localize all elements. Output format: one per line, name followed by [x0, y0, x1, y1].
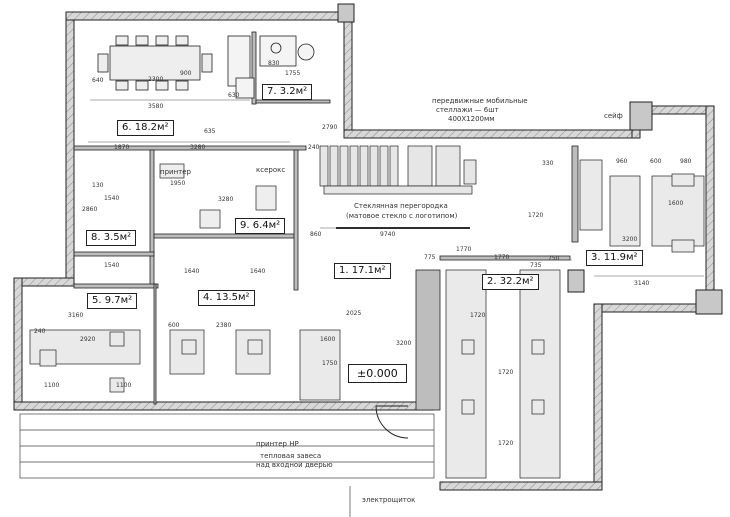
dim-1100-b: 1100	[116, 382, 132, 389]
note-mobile-racks-1: передвижные мобильные	[432, 97, 528, 105]
note-xerox: ксерокс	[256, 166, 286, 174]
dim-1755: 1755	[285, 70, 301, 77]
dim-2920: 2920	[80, 336, 96, 343]
copy-room-furniture	[159, 163, 277, 229]
note-heat-curtain-1: тепловая завеса	[260, 452, 322, 460]
dim-960: 960	[616, 158, 628, 165]
dim-1870: 1870	[114, 144, 130, 151]
note-panel: электрощиток	[362, 496, 416, 504]
dim-1720-b: 1720	[498, 369, 514, 376]
dim-1770: 1770	[456, 246, 472, 253]
entrance-door	[375, 405, 409, 439]
dim-3140: 3140	[634, 280, 650, 287]
note-mobile-racks-2: стеллажи — 6шт	[436, 106, 499, 114]
entry-stairs	[19, 413, 435, 517]
dim-3160: 3160	[68, 312, 84, 319]
note-mobile-racks-3: 400X1200мм	[448, 115, 495, 123]
note-printer-top: принтер	[160, 168, 191, 176]
dim-240-b: 240	[34, 328, 46, 335]
dim-830: 830	[268, 60, 280, 67]
note-glass-2: (матовое стекло с логотипом)	[346, 212, 458, 220]
dim-750: 750	[548, 255, 560, 262]
dim-130: 130	[92, 182, 104, 189]
room-label-9: 9. 6.4м²	[235, 218, 286, 234]
office-4-5-furniture	[29, 329, 341, 401]
dim-1720-c: 1720	[498, 440, 514, 447]
mobile-racks	[319, 145, 477, 195]
dim-3580: 3580	[148, 103, 164, 110]
dim-1950: 1950	[170, 180, 186, 187]
dim-2790: 2790	[322, 124, 338, 131]
columns	[337, 3, 723, 315]
dim-1540-a: 1540	[104, 195, 120, 202]
dim-600-b: 600	[168, 322, 180, 329]
dim-1640-b: 1640	[250, 268, 266, 275]
dim-1100-a: 1100	[44, 382, 60, 389]
open-office-desks	[445, 269, 561, 479]
dim-330: 330	[542, 160, 554, 167]
dim-3280-mid: 3280	[218, 196, 234, 203]
meeting-table	[97, 35, 213, 91]
dim-1720-d: 1720	[528, 212, 544, 219]
dim-1640-a: 1640	[184, 268, 200, 275]
room-label-1: 1. 17.1м²	[334, 263, 391, 279]
dim-3280-top: 3280	[190, 144, 206, 151]
dim-3200-a: 3200	[622, 236, 638, 243]
dim-9740: 9740	[380, 231, 396, 238]
dim-1540-b: 1540	[104, 262, 120, 269]
kitchen-unit	[227, 35, 315, 99]
level-mark: ±0.000	[348, 364, 407, 383]
dim-1720-a: 1720	[470, 312, 486, 319]
room-label-3: 3. 11.9м²	[586, 250, 643, 266]
note-printer-hp: принтер НР	[256, 440, 299, 448]
dim-900: 900	[180, 70, 192, 77]
partitions	[73, 31, 579, 411]
room-label-6: 6. 18.2м²	[117, 120, 174, 136]
room-label-5: 5. 9.7м²	[87, 293, 138, 309]
note-heat-curtain-2: над входной дверью	[256, 461, 333, 469]
dim-980: 980	[680, 158, 692, 165]
room-label-2: 2. 32.2м²	[482, 274, 539, 290]
dim-640: 640	[92, 77, 104, 84]
office-3-furniture	[579, 159, 705, 253]
dim-1600: 1600	[668, 200, 684, 207]
dim-2300: 2300	[148, 76, 164, 83]
room-label-4: 4. 13.5м²	[198, 290, 255, 306]
dim-2860: 2860	[82, 206, 98, 213]
dimension-lines	[88, 99, 704, 277]
dim-860: 860	[310, 231, 322, 238]
dim-2380: 2380	[216, 322, 232, 329]
dim-1770-b: 1770	[494, 254, 510, 261]
room-label-8: 8. 3.5м²	[86, 230, 137, 246]
dim-735: 735	[530, 262, 542, 269]
dim-3200-b: 3200	[396, 340, 412, 347]
dim-775: 775	[424, 254, 436, 261]
room-label-7: 7. 3.2м²	[262, 84, 313, 100]
dim-240-a: 240	[308, 144, 320, 151]
dim-630: 630	[228, 92, 240, 99]
dim-1600-b: 1600	[320, 336, 336, 343]
dim-600-a: 600	[650, 158, 662, 165]
dim-1750: 1750	[322, 360, 338, 367]
note-safe: сейф	[604, 112, 623, 120]
dim-635: 635	[204, 128, 216, 135]
dim-2025: 2025	[346, 310, 362, 317]
note-glass-1: Стеклянная перегородка	[354, 202, 448, 210]
